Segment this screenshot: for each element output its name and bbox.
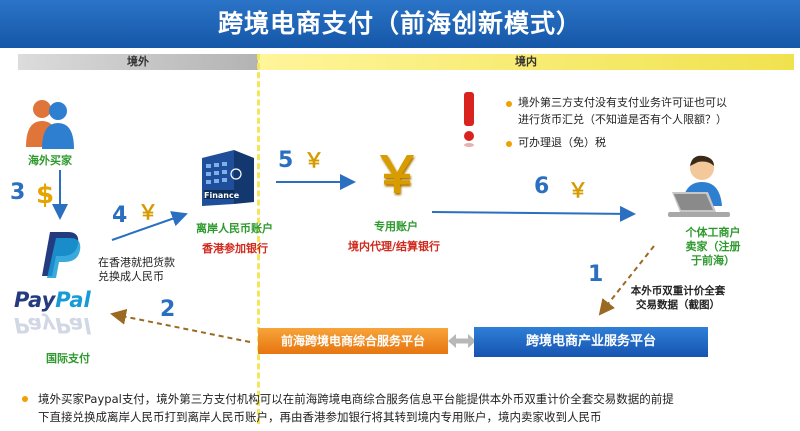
bank-sign-text: Finance — [204, 191, 240, 200]
footer-summary-line-1: 境外买家Paypal支付，境外第三方支付机构可以在前海跨境电商综合服务信息平台能… — [38, 392, 674, 406]
yen-gold-icon: ￥ — [304, 148, 324, 172]
border-divider-line — [257, 54, 260, 424]
paypal-wordmark-reflection: PayPal — [14, 313, 91, 337]
arrow-step-4 — [111, 211, 188, 241]
industry-service-platform: 跨境电商产业服务平台 — [474, 327, 708, 357]
arrow-step-1 — [598, 245, 655, 316]
warning-tax-refund: 可办理退（免）税 — [518, 136, 606, 149]
seller-label-line-3: 于前海） — [691, 254, 735, 267]
exclamation-icon — [464, 92, 474, 147]
step-6-number: 6 — [534, 174, 550, 199]
seller-label-line-2: 卖家（注册 — [685, 240, 741, 253]
dual-pricing-line-2: 交易数据（截图） — [636, 299, 720, 311]
step-4-number: 4 — [112, 203, 128, 228]
warning-line-2: 进行货币汇兑（不知道是否有个人限额？） — [518, 113, 727, 126]
warning-no-license: 境外第三方支付没有支付业务许可证也可以 进行货币汇兑（不知道是否有个人限额？） — [518, 94, 788, 128]
region-label-domestic: 境内 — [515, 55, 537, 68]
dual-pricing-data-label: 本外币双重计价全套 交易数据（截图） — [618, 284, 738, 312]
arrow-step-6 — [431, 205, 636, 222]
paypal-wordmark: PayPal — [14, 288, 91, 312]
footer-summary-line-2: 下直接兑换成离岸人民币打到离岸人民币账户，再由香港参加银行将其转到境内专用账户，… — [38, 410, 602, 424]
domestic-bank-label: 境内代理/结算银行 — [348, 240, 441, 253]
yen-gold-icon: ￥ — [372, 146, 422, 204]
footer-summary: 境外买家Paypal支付，境外第三方支付机构可以在前海跨境电商综合服务信息平台能… — [38, 390, 788, 426]
hk-bank-label: 香港参加银行 — [202, 242, 268, 255]
title-bar — [0, 0, 800, 48]
hk-conversion-line-2: 兑换成人民币 — [98, 270, 164, 283]
yen-gold-icon: ￥ — [138, 200, 158, 224]
paypal-p-icon — [42, 232, 81, 278]
yen-gold-icon: ￥ — [568, 178, 588, 202]
warning-line-1: 境外第三方支付没有支付业务许可证也可以 — [518, 96, 727, 109]
intl-payment-label: 国际支付 — [46, 352, 90, 365]
dedicated-account-label: 专用账户 — [374, 220, 418, 233]
step-5-number: 5 — [278, 148, 294, 173]
offshore-account-label: 离岸人民币账户 — [196, 222, 273, 235]
hk-conversion-note: 在香港就把货款 兑换成人民币 — [98, 256, 175, 284]
dual-pricing-line-1: 本外币双重计价全套 — [630, 285, 726, 297]
hk-conversion-line-1: 在香港就把货款 — [98, 256, 175, 269]
arrow-step-2 — [110, 308, 251, 343]
region-band-domestic: 境内 — [258, 54, 794, 70]
seller-laptop-icon — [668, 155, 730, 217]
warning-bullet-2 — [506, 141, 512, 147]
footer-bullet — [22, 396, 28, 402]
overseas-buyer-label: 海外买家 — [28, 154, 72, 167]
seller-label: 个体工商户 卖家（注册 于前海） — [668, 226, 758, 268]
bank-building-icon — [202, 150, 254, 206]
seller-label-line-1: 个体工商户 — [685, 226, 741, 239]
qianhai-service-platform: 前海跨境电商综合服务平台 — [258, 328, 448, 354]
region-band-overseas: 境外 — [18, 54, 258, 70]
step-2-number: 2 — [160, 297, 176, 322]
warning-bullet-1 — [506, 101, 512, 107]
step-3-number: 3 — [10, 180, 26, 205]
people-icon — [26, 100, 74, 149]
dollar-icon: $ — [36, 180, 55, 210]
step-1-number: 1 — [588, 262, 604, 287]
page-title: 跨境电商支付（前海创新模式） — [217, 9, 582, 38]
region-label-overseas: 境外 — [127, 55, 149, 68]
